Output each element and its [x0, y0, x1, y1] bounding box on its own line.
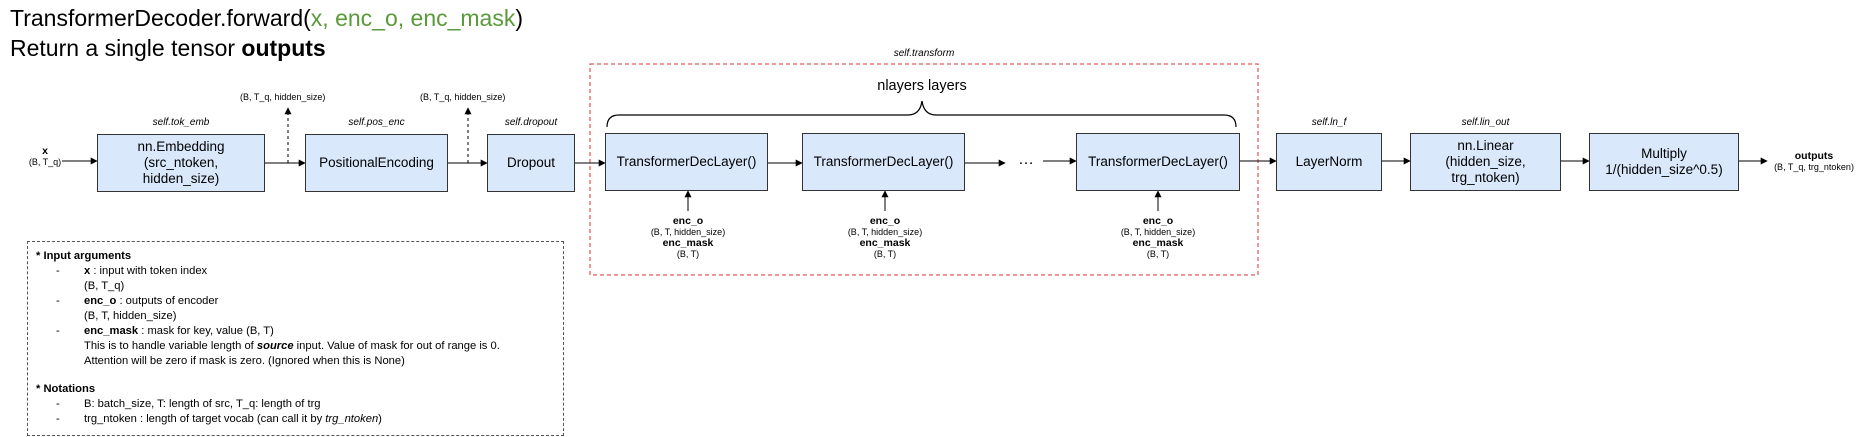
decoder-layer-2[interactable]: TransformerDecLayer()	[802, 133, 965, 191]
note-enc-o-desc: : outputs of encoder	[116, 295, 219, 307]
note-x-name: x	[84, 265, 91, 277]
lin-out-owner: self.lin_out	[1461, 117, 1510, 128]
note-notation-2-c: )	[378, 413, 382, 425]
note-enc-mask-name: enc_mask	[84, 325, 139, 337]
positional-encoding-block[interactable]: PositionalEncoding	[305, 134, 448, 192]
note-notation-2-b: trg_ntoken	[325, 413, 379, 425]
enc-inputs-layer1: enc_o (B, T, hidden_size) enc_mask (B, T…	[628, 216, 748, 260]
embedding-block[interactable]: nn.Embedding (src_ntoken, hidden_size)	[97, 134, 265, 192]
ln-f-owner: self.ln_f	[1311, 117, 1347, 128]
tap-label-posenc: (B, T_q, hidden_size)	[420, 92, 506, 102]
input-shape: (B, T_q)	[28, 157, 62, 167]
enc-o-shape: (B, T, hidden_size)	[650, 227, 726, 237]
layers-brace	[606, 100, 1237, 128]
page-title: TransformerDecoder.forward(x, enc_o, enc…	[10, 4, 523, 32]
enc-mask-shape: (B, T)	[873, 249, 897, 259]
subtitle-text: Return a single tensor	[10, 35, 242, 61]
note-enc-o-name: enc_o	[84, 295, 117, 307]
page-subtitle: Return a single tensor outputs	[10, 34, 326, 62]
note-line2-a: This is to handle variable length of	[84, 340, 257, 352]
layernorm-block[interactable]: LayerNorm	[1276, 133, 1382, 191]
enc-mask-shape: (B, T)	[676, 249, 700, 259]
note-dash: -	[56, 265, 60, 277]
notes-input-heading: * Input arguments	[36, 250, 132, 262]
nlayers-label: nlayers layers	[877, 78, 967, 94]
enc-mask-shape: (B, T)	[1146, 249, 1170, 259]
output-name: outputs	[1794, 150, 1834, 162]
note-x-desc: : input with token index	[90, 265, 208, 277]
note-notation-2: - trg_ntoken : length of target vocab (ca…	[36, 412, 555, 427]
input-name: x	[42, 145, 48, 157]
tok-emb-owner: self.tok_emb	[152, 117, 210, 128]
note-notation-1: - B: batch_size, T: length of src, T_q: l…	[36, 397, 555, 412]
multiply-block[interactable]: Multiply 1/(hidden_size^0.5)	[1589, 133, 1739, 191]
title-args: x, enc_o, enc_mask	[310, 5, 516, 31]
title-close: )	[515, 5, 524, 31]
enc-o-shape: (B, T, hidden_size)	[1120, 227, 1196, 237]
enc-mask-label: enc_mask	[1132, 237, 1184, 249]
linear-block[interactable]: nn.Linear (hidden_size, trg_ntoken)	[1410, 133, 1561, 191]
note-line2-c: input. Value of mask for out of range is…	[293, 340, 500, 352]
note-dash: -	[56, 413, 60, 425]
output-node: outputs (B, T_q, trg_ntoken)	[1768, 151, 1860, 173]
enc-o-label: enc_o	[672, 215, 704, 227]
transform-owner: self.transform	[893, 48, 955, 59]
title-function: TransformerDecoder.forward(	[10, 5, 311, 31]
note-enc-o-shape: (B, T, hidden_size)	[84, 310, 177, 322]
enc-mask-label: enc_mask	[859, 237, 911, 249]
note-enc-mask-line2: This is to handle variable length of sou…	[36, 339, 555, 354]
note-dash: -	[56, 325, 60, 337]
enc-inputs-layer3: enc_o (B, T, hidden_size) enc_mask (B, T…	[1098, 216, 1218, 260]
layers-ellipsis: …	[1018, 151, 1034, 168]
note-line2-source: source	[256, 340, 294, 352]
enc-inputs-layer2: enc_o (B, T, hidden_size) enc_mask (B, T…	[825, 216, 945, 260]
dropout-block[interactable]: Dropout	[487, 134, 575, 192]
enc-o-label: enc_o	[869, 215, 901, 227]
note-dash: -	[56, 398, 60, 410]
notes-notation-heading: * Notations	[36, 383, 96, 395]
note-x-shape: (B, T_q)	[84, 280, 125, 292]
note-notation-1-text: B: batch_size, T: length of src, T_q: le…	[84, 398, 321, 410]
output-shape: (B, T_q, trg_ntoken)	[1774, 162, 1854, 172]
note-notation-2-a: trg_ntoken : length of target vocab (can…	[84, 413, 326, 425]
decoder-layer-3[interactable]: TransformerDecLayer()	[1076, 133, 1240, 191]
enc-o-label: enc_o	[1142, 215, 1174, 227]
decoder-layer-1[interactable]: TransformerDecLayer()	[605, 133, 768, 191]
note-x: - x : input with token index	[36, 264, 555, 279]
note-enc-mask: - enc_mask : mask for key, value (B, T)	[36, 324, 555, 339]
tap-label-embedding: (B, T_q, hidden_size)	[240, 92, 326, 102]
enc-mask-label: enc_mask	[662, 237, 714, 249]
input-x: x (B, T_q)	[24, 146, 66, 168]
note-enc-o: - enc_o : outputs of encoder	[36, 294, 555, 309]
enc-o-shape: (B, T, hidden_size)	[847, 227, 923, 237]
note-enc-mask-line3: Attention will be zero if mask is zero. …	[84, 355, 405, 367]
subtitle-bold: outputs	[241, 35, 326, 61]
pos-enc-owner: self.pos_enc	[348, 117, 405, 128]
dropout-owner: self.dropout	[504, 117, 558, 128]
note-dash: -	[56, 295, 60, 307]
transform-container	[589, 63, 1259, 276]
notes-box: * Input arguments - x : input with token …	[27, 241, 564, 436]
note-enc-mask-desc: : mask for key, value (B, T)	[138, 325, 274, 337]
